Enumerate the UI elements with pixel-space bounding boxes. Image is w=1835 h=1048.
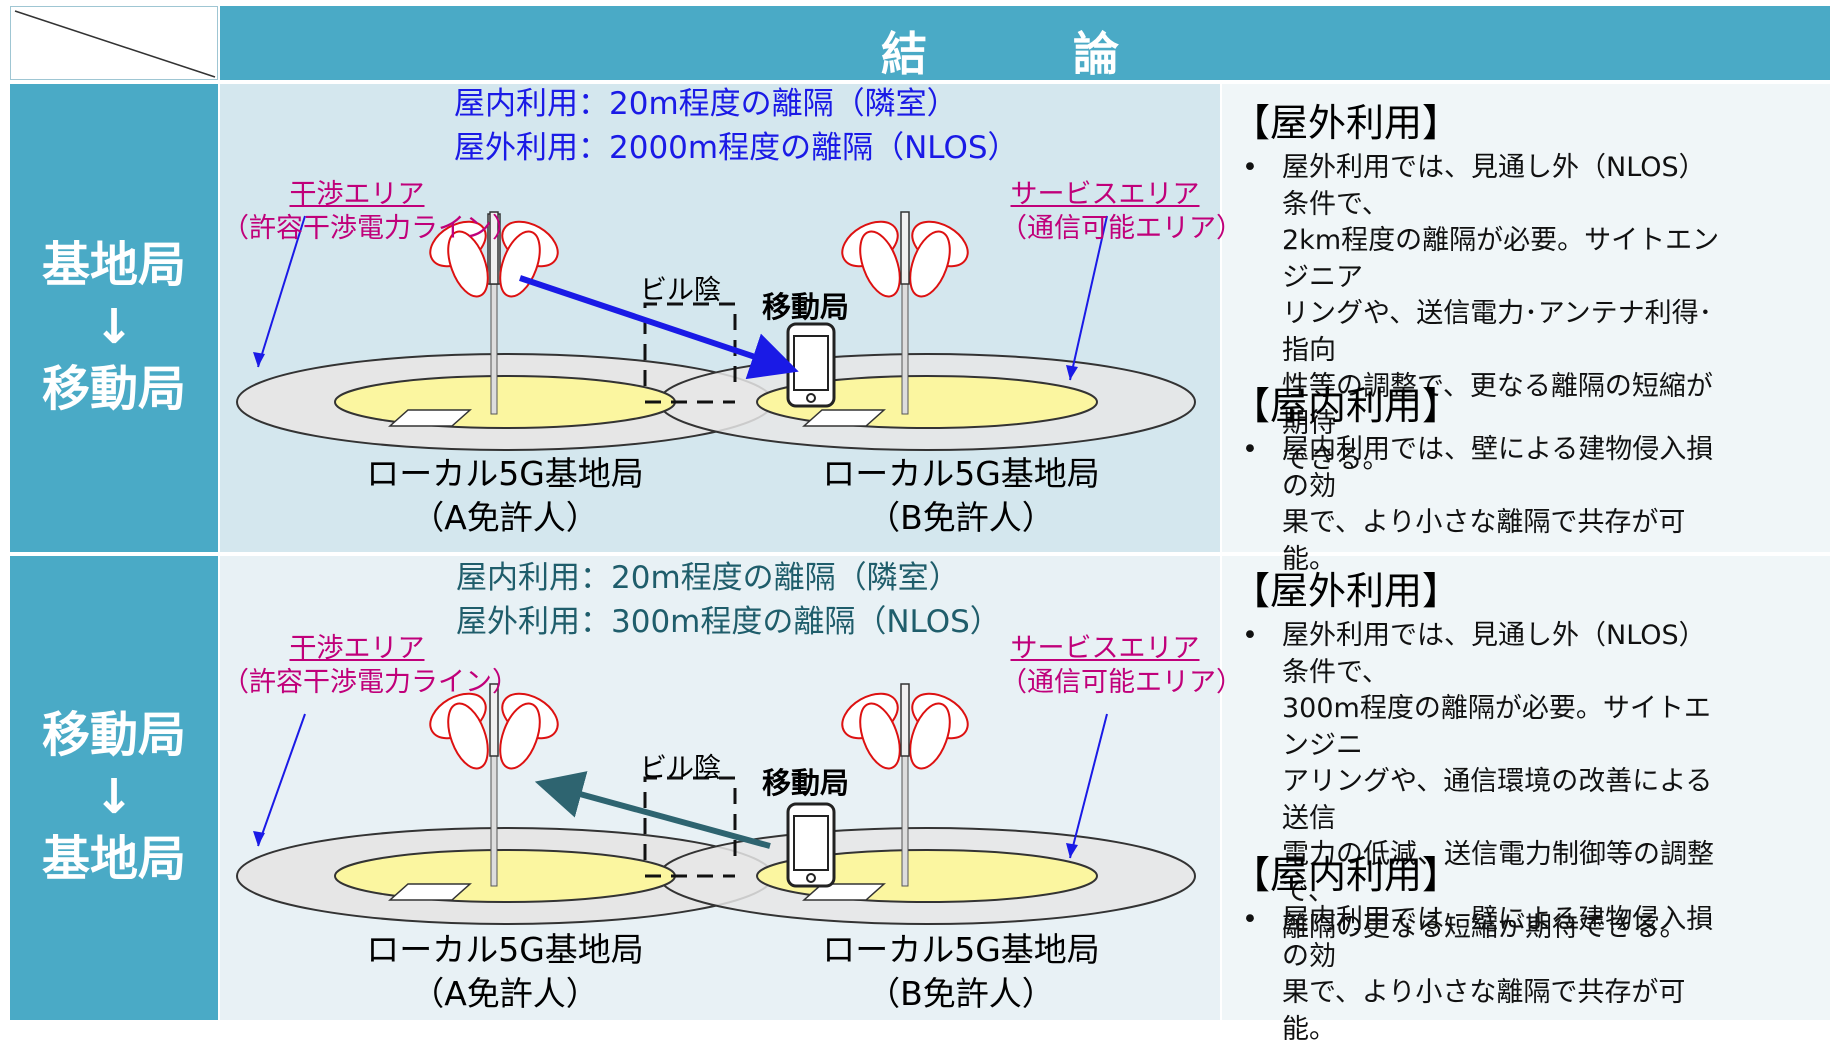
row1-interference-sub: （許容干渉電力ライン） [222, 213, 519, 244]
row2-service-area: サービスエリア [1010, 633, 1200, 664]
interference-arrow [519, 275, 799, 380]
row2-outdoor-bullet: •屋外利用では、見通し外（NLOS）条件で、 300m程度の離隔が必要。サイトエ… [1242, 620, 1714, 943]
row1-label-arrow: ↓ [93, 299, 135, 355]
row2-label-cell: 移動局 ↓ 基地局 [10, 556, 218, 1020]
row2-label-arrow: ↓ [93, 769, 135, 825]
row2-caption-outdoor: 屋外利用：300m程度の離隔（NLOS） [456, 604, 1001, 640]
row1-service-area: サービスエリア [1010, 179, 1200, 210]
row1-mobile-label: 移動局 [762, 290, 850, 324]
row1-outdoor-heading: 【屋外利用】 [1232, 101, 1461, 145]
row1-diagram-cell [220, 84, 1220, 552]
row1-indoor-heading: 【屋内利用】 [1232, 384, 1461, 428]
row1-label-from: 基地局 [41, 237, 186, 293]
row1-interference-area: 干渉エリア [289, 179, 425, 210]
page-title: 結 論 [881, 27, 1169, 81]
row1-text-cell [1222, 84, 1830, 552]
row2-station-a: ローカル5G基地局 [366, 930, 644, 969]
row2-service-sub: （通信可能エリア） [1000, 667, 1243, 698]
row1-station-b: ローカル5G基地局 [822, 454, 1100, 493]
row2-outdoor-heading: 【屋外利用】 [1232, 569, 1461, 613]
area-a-service-2 [334, 849, 676, 903]
row1-outdoor-bullet: •屋外利用では、見通し外（NLOS）条件で、 2km程度の離隔が必要。サイトエン… [1242, 152, 1720, 475]
row1-label-to: 移動局 [41, 361, 186, 417]
header-bar: 結 論 [220, 6, 1830, 81]
row2-interference-sub: （許容干渉電力ライン） [222, 667, 519, 698]
row2-diagram [236, 683, 1196, 925]
row2-caption-indoor: 屋内利用：20m程度の離隔（隣室） [456, 560, 960, 596]
row1-indoor-bullet: •屋内利用では、壁による建物侵入損の効 果で、より小さな離隔で共存が可能。 [1242, 434, 1714, 575]
row2-label-from: 移動局 [41, 707, 186, 763]
row2-station-a-sub: （A免許人） [411, 974, 599, 1013]
row1-building-shadow-label: ビル陰 [640, 275, 721, 306]
row1-station-b-sub: （B免許人） [867, 498, 1055, 537]
row2-mobile-label: 移動局 [762, 766, 850, 800]
row2-diagram-cell [220, 556, 1220, 1020]
row1-caption-indoor: 屋内利用：20m程度の離隔（隣室） [454, 86, 958, 122]
row1-diagram [236, 211, 1196, 451]
row1-service-sub: （通信可能エリア） [1000, 213, 1243, 244]
row2-indoor-heading: 【屋内利用】 [1232, 853, 1461, 897]
building-shadow-box-2 [643, 776, 737, 860]
row2-interference-area: 干渉エリア [289, 633, 425, 664]
building-shadow-box [643, 302, 737, 386]
row2-text-cell [1222, 556, 1830, 1020]
row1-caption-outdoor: 屋外利用：2000m程度の離隔（NLOS） [454, 130, 1019, 166]
row2-indoor-bullet: •屋内利用では、壁による建物侵入損の効 果で、より小さな離隔で共存が可能。 [1242, 904, 1714, 1045]
area-a-service [334, 375, 676, 429]
row2-label-to: 基地局 [41, 831, 186, 887]
row1-label-cell: 基地局 ↓ 移動局 [10, 84, 218, 552]
row2-station-b-sub: （B免許人） [867, 974, 1055, 1013]
row1-station-a: ローカル5G基地局 [366, 454, 644, 493]
corner-cell [10, 6, 218, 80]
row1-station-a-sub: （A免許人） [411, 498, 599, 537]
uplink-arrow [534, 771, 771, 849]
row2-building-shadow-label: ビル陰 [640, 753, 721, 784]
row2-station-b: ローカル5G基地局 [822, 930, 1100, 969]
